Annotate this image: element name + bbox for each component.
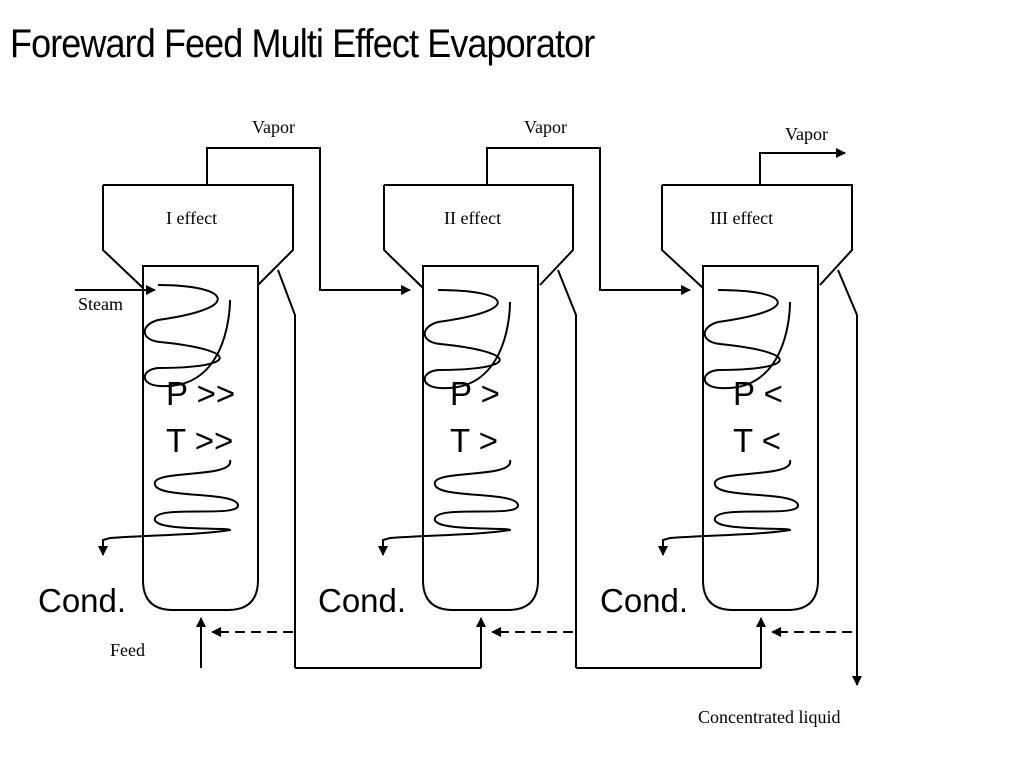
page-title: Foreward Feed Multi Effect Evaporator [10, 22, 595, 66]
effect-1 [98, 184, 296, 668]
vapor-line-3 [759, 148, 846, 185]
effect-3-coil-upper [703, 289, 791, 390]
steam-label: Steam [78, 294, 123, 314]
effect-1-label: I effect [166, 208, 217, 228]
effect-2-body [422, 265, 539, 611]
effect-3-label: III effect [710, 208, 773, 228]
effect-3-condensate: Cond. [600, 582, 688, 619]
effect-2 [378, 184, 577, 668]
effect-1-temperature: T >> [166, 422, 233, 459]
vapor-line-1 [206, 147, 411, 295]
effect-2-condensate: Cond. [318, 582, 406, 619]
effect-1-coil-upper [143, 284, 231, 388]
effect-3 [658, 184, 862, 686]
vapor-label-2: Vapor [524, 117, 567, 137]
effect-1-pressure: P >> [166, 375, 235, 412]
effect-3-temperature: T < [733, 422, 781, 459]
effect-1-condensate: Cond. [38, 582, 126, 619]
feed-label: Feed [110, 640, 145, 660]
effect-3-side-pipe [837, 269, 862, 686]
effect-1-body [142, 265, 259, 611]
effect-2-coil-upper [423, 289, 511, 390]
effect-1-side-pipe [277, 269, 296, 668]
effect-2-pressure: P > [450, 375, 500, 412]
effect-3-body [702, 265, 819, 611]
effect-2-coil-lower [378, 459, 519, 556]
vapor-label-3: Vapor [785, 124, 828, 144]
effect-2-side-pipe [557, 269, 577, 668]
effect-1-head [102, 184, 294, 289]
effect-2-label: II effect [444, 208, 501, 228]
vapor-label-1: Vapor [252, 117, 295, 137]
concentrated-liquid-label: Concentrated liquid [698, 707, 840, 727]
effect-3-head [661, 184, 853, 289]
effect-1-coil-lower [98, 459, 239, 556]
effect-2-head [383, 184, 574, 289]
effect-3-coil-lower [658, 459, 799, 556]
effect-3-pressure: P < [733, 375, 783, 412]
vapor-line-2 [486, 147, 691, 295]
effect-2-temperature: T > [450, 422, 498, 459]
